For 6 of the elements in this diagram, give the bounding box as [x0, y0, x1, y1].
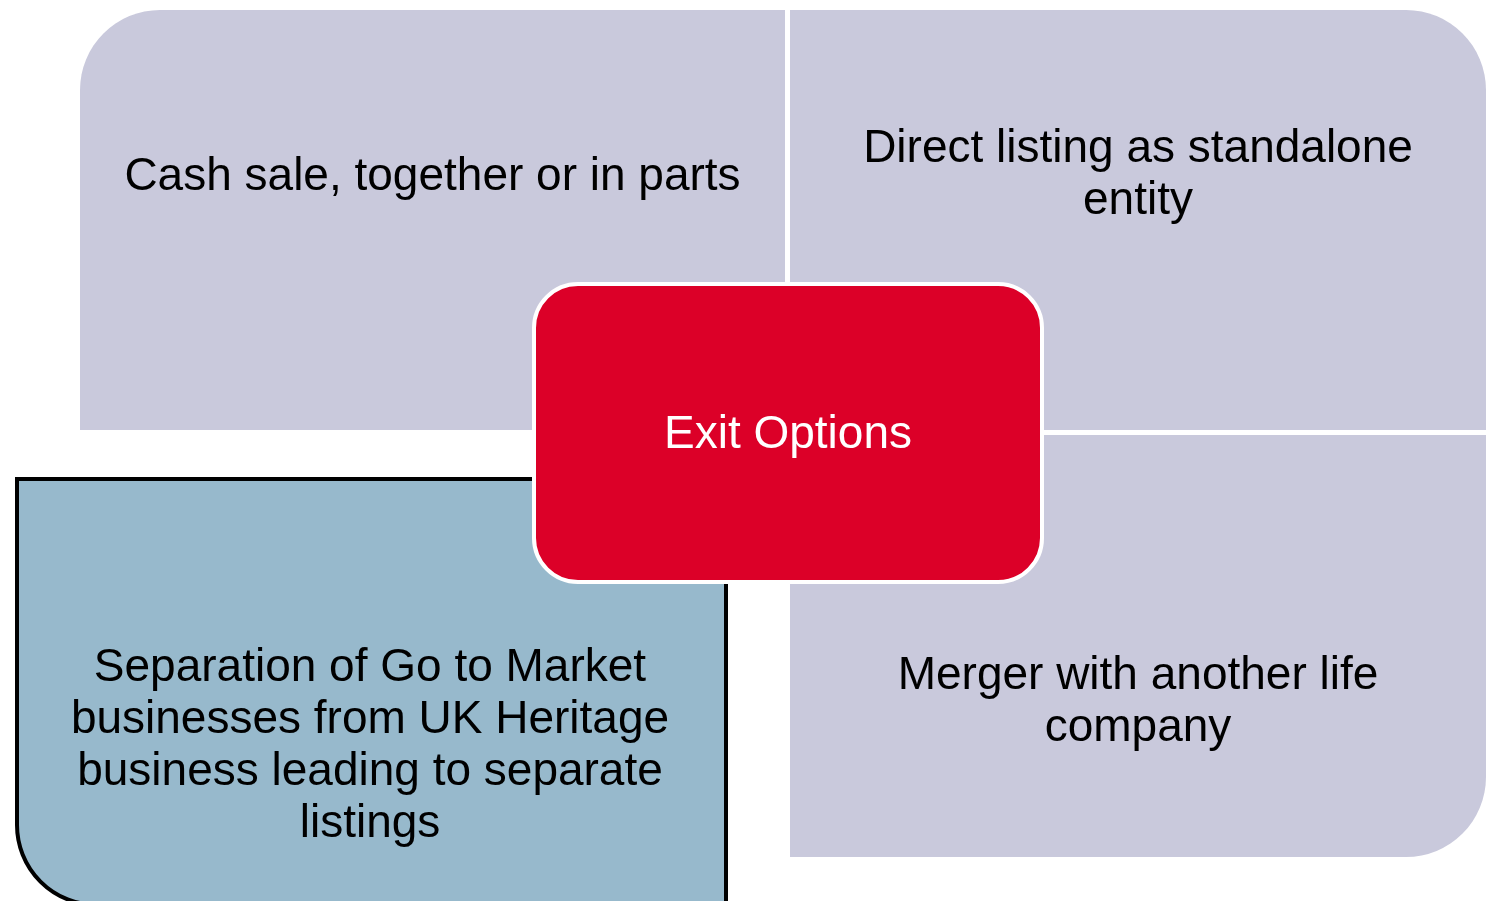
option-text: Merger with another life company	[896, 647, 1380, 751]
option-text: Direct listing as standalone entity	[862, 120, 1414, 224]
option-text: Separation of Go to Market businesses from UK Heritage business leading to separate listings	[69, 639, 671, 847]
center-label: Exit Options	[663, 406, 913, 458]
center-box	[532, 282, 1044, 584]
option-text: Cash sale, together or in parts	[123, 148, 742, 200]
